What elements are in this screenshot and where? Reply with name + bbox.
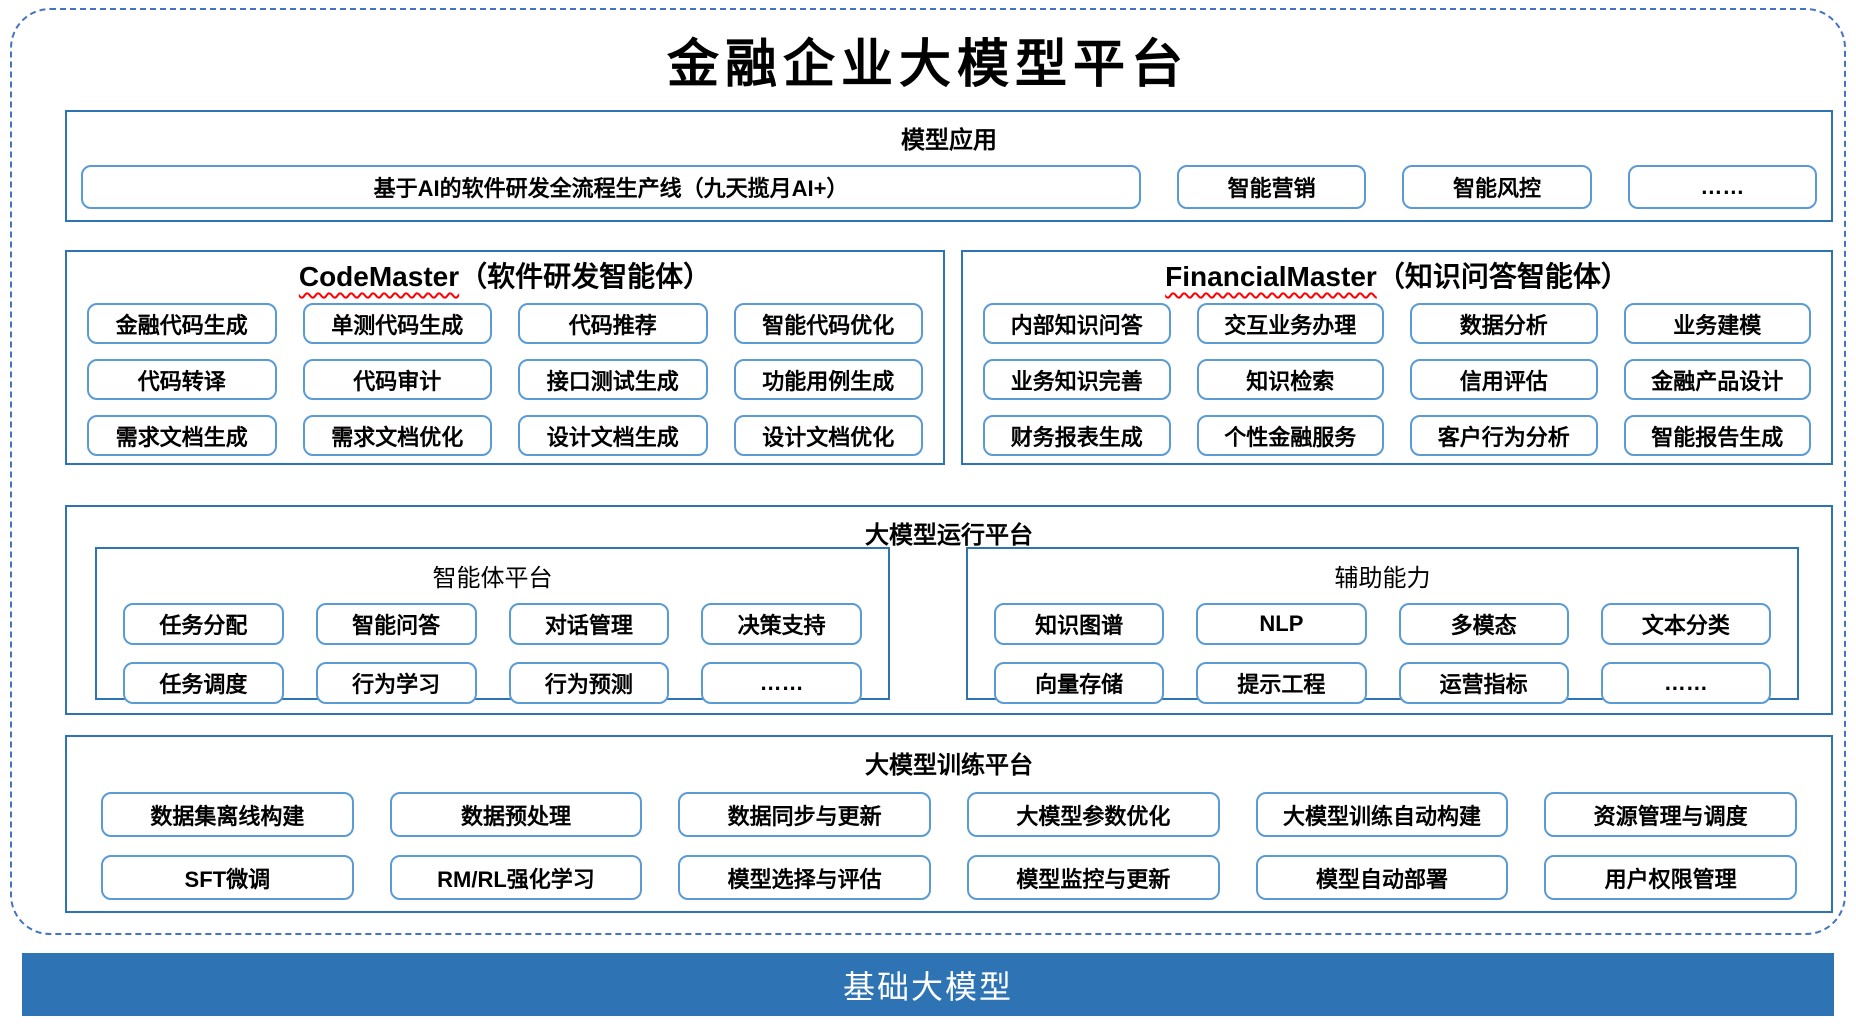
section-model-applications: 模型应用 基于AI的软件研发全流程生产线（九天揽月AI+） 智能营销 智能风控 … [65, 110, 1833, 222]
capability-box: 向量存储 [994, 662, 1165, 704]
section-financialmaster: FinancialMaster（知识问答智能体） 内部知识问答 交互业务办理 数… [961, 250, 1833, 465]
financialmaster-title-suffix: （知识问答智能体） [1376, 261, 1629, 292]
training-platform-grid: 数据集离线构建 数据预处理 数据同步与更新 大模型参数优化 大模型训练自动构建 … [67, 780, 1831, 900]
capability-box: 代码转译 [87, 359, 277, 400]
codemaster-grid: 金融代码生成 单测代码生成 代码推荐 智能代码优化 代码转译 代码审计 接口测试… [67, 295, 943, 456]
financialmaster-grid: 内部知识问答 交互业务办理 数据分析 业务建模 业务知识完善 知识检索 信用评估… [963, 295, 1831, 456]
capability-box: 知识检索 [1196, 359, 1384, 400]
panel-agent-platform: 智能体平台 任务分配 智能问答 对话管理 决策支持 任务调度 行为学习 行为预测… [95, 547, 890, 704]
agent-platform-grid: 任务分配 智能问答 对话管理 决策支持 任务调度 行为学习 行为预测 …… [97, 593, 888, 704]
capability-box: 行为预测 [508, 662, 670, 704]
section-codemaster: CodeMaster（软件研发智能体） 金融代码生成 单测代码生成 代码推荐 智… [65, 250, 945, 465]
app-box-ai-pipeline: 基于AI的软件研发全流程生产线（九天揽月AI+） [81, 165, 1141, 209]
capability-box: 智能问答 [315, 603, 477, 645]
capability-box: 提示工程 [1196, 662, 1367, 704]
page-title: 金融企业大模型平台 [666, 34, 1189, 95]
financialmaster-title-en: FinancialMaster [1165, 261, 1377, 292]
capability-box: 信用评估 [1410, 359, 1598, 400]
capability-box: 需求文档优化 [302, 415, 492, 456]
capability-box: 用户权限管理 [1544, 855, 1797, 900]
capability-box: 财务报表生成 [983, 415, 1171, 456]
capability-box: 文本分类 [1600, 603, 1771, 645]
financialmaster-title: FinancialMaster（知识问答智能体） [963, 252, 1831, 295]
capability-box: 数据预处理 [389, 792, 643, 837]
app-box-smart-risk-control: 智能风控 [1402, 165, 1592, 209]
panel-auxiliary-capabilities: 辅助能力 知识图谱 NLP 多模态 文本分类 向量存储 提示工程 运营指标 …… [966, 547, 1799, 704]
capability-box: 设计文档生成 [518, 415, 708, 456]
runtime-panels-row: 智能体平台 任务分配 智能问答 对话管理 决策支持 任务调度 行为学习 行为预测… [95, 547, 1799, 704]
capability-box: SFT微调 [101, 855, 354, 900]
capability-box: 智能代码优化 [733, 303, 923, 344]
capability-box: 个性金融服务 [1196, 415, 1384, 456]
base-model-bar: 基础大模型 [22, 953, 1834, 1016]
capability-box: 客户行为分析 [1410, 415, 1598, 456]
capability-box: 大模型训练自动构建 [1255, 792, 1509, 837]
runtime-platform-title: 大模型运行平台 [865, 522, 1033, 549]
capability-box: 单测代码生成 [302, 303, 492, 344]
capability-box: 交互业务办理 [1196, 303, 1384, 344]
capability-box: 大模型参数优化 [967, 792, 1220, 837]
agent-platform-title: 智能体平台 [432, 565, 553, 592]
capability-box: 接口测试生成 [518, 359, 708, 400]
capability-box: 知识图谱 [994, 603, 1165, 645]
capability-box: 多模态 [1398, 603, 1569, 645]
capability-box: 任务调度 [123, 662, 284, 704]
capability-box: 运营指标 [1398, 662, 1569, 704]
capability-box: …… [1600, 662, 1771, 704]
capability-box: 数据分析 [1410, 303, 1598, 344]
auxiliary-capabilities-title: 辅助能力 [1334, 565, 1431, 592]
capability-box: 资源管理与调度 [1544, 792, 1797, 837]
auxiliary-capabilities-grid: 知识图谱 NLP 多模态 文本分类 向量存储 提示工程 运营指标 …… [968, 593, 1797, 704]
training-platform-title: 大模型训练平台 [865, 752, 1033, 779]
app-box-smart-marketing: 智能营销 [1177, 165, 1367, 209]
capability-box: 对话管理 [508, 603, 670, 645]
capability-box: 行为学习 [315, 662, 477, 704]
codemaster-title-suffix: （软件研发智能体） [459, 261, 712, 292]
capability-box: 数据同步与更新 [678, 792, 931, 837]
capability-box: 代码推荐 [518, 303, 708, 344]
capability-box: RM/RL强化学习 [389, 855, 643, 900]
capability-box: 功能用例生成 [733, 359, 923, 400]
capability-box: 设计文档优化 [733, 415, 923, 456]
capability-box: 模型监控与更新 [967, 855, 1220, 900]
model-applications-row: 基于AI的软件研发全流程生产线（九天揽月AI+） 智能营销 智能风控 …… [81, 165, 1817, 209]
capability-box: 模型自动部署 [1255, 855, 1509, 900]
outer-dashed-frame [10, 8, 1846, 935]
capability-box: 金融产品设计 [1623, 359, 1811, 400]
capability-box: 代码审计 [302, 359, 492, 400]
capability-box: 决策支持 [701, 603, 862, 645]
capability-box: 金融代码生成 [87, 303, 277, 344]
section-runtime-platform: 大模型运行平台 智能体平台 任务分配 智能问答 对话管理 决策支持 任务调度 行… [65, 505, 1833, 715]
app-box-ellipsis: …… [1627, 165, 1817, 209]
capability-box: 业务知识完善 [983, 359, 1171, 400]
codemaster-title: CodeMaster（软件研发智能体） [67, 252, 943, 295]
agents-row: CodeMaster（软件研发智能体） 金融代码生成 单测代码生成 代码推荐 智… [65, 250, 1833, 465]
capability-box: …… [701, 662, 862, 704]
codemaster-title-en: CodeMaster [298, 261, 460, 292]
capability-box: NLP [1196, 603, 1367, 645]
section-training-platform: 大模型训练平台 数据集离线构建 数据预处理 数据同步与更新 大模型参数优化 大模… [65, 735, 1833, 913]
capability-box: 智能报告生成 [1623, 415, 1811, 456]
capability-box: 内部知识问答 [983, 303, 1171, 344]
capability-box: 业务建模 [1623, 303, 1811, 344]
capability-box: 需求文档生成 [87, 415, 277, 456]
capability-box: 模型选择与评估 [678, 855, 931, 900]
capability-box: 任务分配 [123, 603, 284, 645]
section-model-applications-title: 模型应用 [901, 127, 997, 154]
capability-box: 数据集离线构建 [101, 792, 354, 837]
